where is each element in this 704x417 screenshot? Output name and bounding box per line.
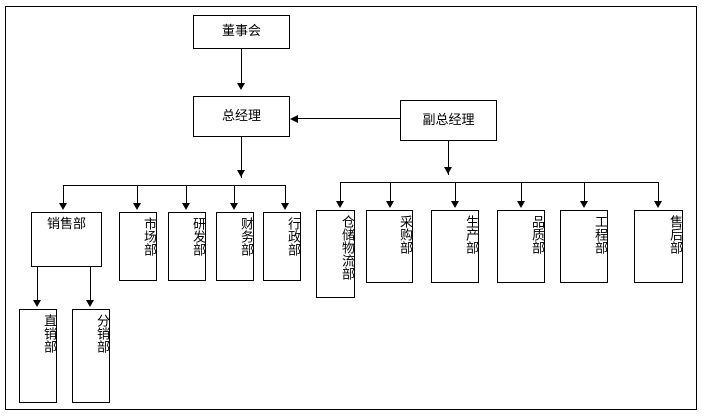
connector-arrow-rnd <box>182 203 190 210</box>
node-production[interactable]: 生产部 <box>431 210 479 283</box>
node-deputy-general-manager-label: 副总经理 <box>422 112 475 128</box>
connector-bus-to-rnd-line <box>186 185 187 204</box>
connector-arrow-finance <box>230 203 238 210</box>
node-quality[interactable]: 品质部 <box>497 210 545 283</box>
connector-bus-to-purchasing-line <box>390 182 391 202</box>
node-warehouse-logistics-label: 仓储物流部 <box>339 215 354 280</box>
diagram-outer-border <box>5 6 697 410</box>
node-board-label: 董事会 <box>221 24 261 40</box>
node-rnd[interactable]: 研发部 <box>168 212 206 281</box>
node-board[interactable]: 董事会 <box>193 15 290 49</box>
node-marketing[interactable]: 市场部 <box>119 212 157 281</box>
connector-arrow-warehouse <box>336 201 344 208</box>
connector-bus-to-marketing-line <box>137 185 138 204</box>
node-sales[interactable]: 销售部 <box>31 212 102 267</box>
node-general-manager[interactable]: 总经理 <box>193 96 290 137</box>
connector-arrow-marketing <box>133 203 141 210</box>
connector-arrow-after-sales <box>654 201 662 208</box>
node-direct-sales[interactable]: 直销部 <box>19 309 57 403</box>
node-rnd-label: 研发部 <box>190 217 205 256</box>
node-deputy-general-manager[interactable]: 副总经理 <box>400 100 497 141</box>
node-production-label: 生产部 <box>463 215 478 254</box>
connector-board-to-gm-arrow <box>237 83 245 90</box>
connector-bus-to-production-line <box>455 182 456 202</box>
node-direct-sales-label: 直销部 <box>41 314 56 353</box>
connector-gm-to-left-bus-arrow <box>237 170 245 177</box>
connector-arrow-production <box>451 201 459 208</box>
node-after-sales[interactable]: 售后部 <box>634 210 683 283</box>
connector-bus-to-quality-line <box>521 182 522 202</box>
node-purchasing[interactable]: 采购部 <box>366 210 413 283</box>
node-purchasing-label: 采购部 <box>397 215 412 254</box>
connector-deputy-to-gm-arrow <box>290 115 298 123</box>
node-administration-label: 行政部 <box>285 217 300 256</box>
node-sales-label: 销售部 <box>46 217 86 232</box>
connector-arrow-direct-sales <box>33 300 41 307</box>
connector-bus-to-engineering-line <box>584 182 585 202</box>
connector-deputy-to-right-bus-line <box>448 141 449 175</box>
connector-arrow-distribution <box>86 300 94 307</box>
connector-gm-to-left-bus-line <box>241 137 242 178</box>
node-marketing-label: 市场部 <box>141 217 156 256</box>
node-quality-label: 品质部 <box>529 215 544 254</box>
connector-bus-to-administration-line <box>285 185 286 204</box>
node-warehouse-logistics[interactable]: 仓储物流部 <box>316 210 355 298</box>
node-finance[interactable]: 财务部 <box>216 212 254 281</box>
connector-arrow-engineering <box>580 201 588 208</box>
connector-arrow-purchasing <box>386 201 394 208</box>
left-department-bus <box>63 185 286 186</box>
connector-arrow-administration <box>281 203 289 210</box>
connector-board-to-gm-line <box>241 49 242 83</box>
connector-deputy-to-gm-line <box>298 118 400 119</box>
connector-bus-to-after-sales-line <box>658 182 659 202</box>
node-finance-label: 财务部 <box>238 217 253 256</box>
connector-bus-to-warehouse-line <box>340 182 341 202</box>
connector-arrow-sales <box>59 203 67 210</box>
node-after-sales-label: 售后部 <box>667 215 682 254</box>
connector-deputy-to-right-bus-arrow <box>444 167 452 174</box>
connector-bus-to-sales-line <box>63 185 64 204</box>
node-administration[interactable]: 行政部 <box>263 212 301 281</box>
connector-sales-to-direct-line <box>37 267 38 301</box>
node-general-manager-label: 总经理 <box>221 108 261 124</box>
node-engineering-label: 工程部 <box>592 215 607 254</box>
connector-sales-to-distribution-line <box>90 267 91 301</box>
node-engineering[interactable]: 工程部 <box>560 210 608 283</box>
connector-bus-to-finance-line <box>234 185 235 204</box>
node-distribution[interactable]: 分销部 <box>72 309 110 403</box>
connector-arrow-quality <box>517 201 525 208</box>
right-department-bus <box>340 182 658 183</box>
node-distribution-label: 分销部 <box>94 314 109 353</box>
